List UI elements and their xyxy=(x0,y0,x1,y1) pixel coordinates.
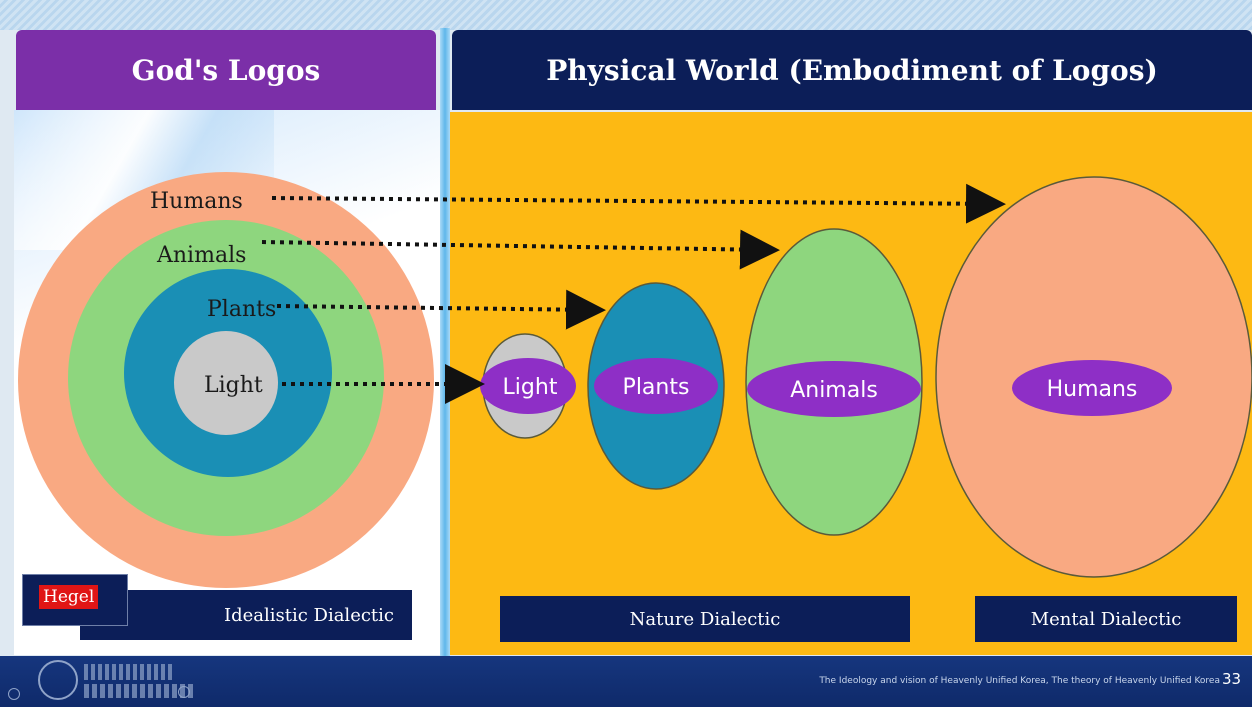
university-logo-subtext xyxy=(84,684,194,698)
hegel-badge: Hegel xyxy=(22,574,128,626)
ring-label-animals: Animals xyxy=(156,243,246,268)
prev-slide-icon[interactable] xyxy=(8,688,20,700)
label-idealistic-dialectic: Idealistic Dialectic xyxy=(80,590,412,640)
menu-icon[interactable] xyxy=(178,686,190,698)
oval-label-light: Light xyxy=(503,375,558,400)
hegel-label: Hegel xyxy=(39,585,99,609)
arrow-humans xyxy=(271,183,1006,224)
header-gods-logos: God's Logos xyxy=(16,30,436,110)
ring-label-plants: Plants xyxy=(207,297,276,322)
slide-footer xyxy=(0,656,1252,707)
pill-humans xyxy=(1012,360,1172,416)
panel-divider xyxy=(440,28,450,656)
ring-label-humans: Humans xyxy=(150,189,243,214)
oval-label-animals: Animals xyxy=(790,378,878,403)
ring-light xyxy=(174,331,278,435)
label-mental-dialectic: Mental Dialectic xyxy=(975,596,1237,642)
slide-top-border xyxy=(0,0,1252,30)
oval-label-plants: Plants xyxy=(623,375,690,400)
footer-caption: The Ideology and vision of Heavenly Unif… xyxy=(819,676,1220,686)
page-number: 33 xyxy=(1222,670,1242,688)
header-physical-world: Physical World (Embodiment of Logos) xyxy=(452,30,1252,110)
pill-plants xyxy=(594,358,718,414)
arrow-animals xyxy=(261,229,780,270)
ring-label-light: Light xyxy=(204,373,263,398)
oval-label-humans: Humans xyxy=(1047,377,1138,402)
pill-light xyxy=(480,358,576,414)
university-logo-text xyxy=(84,664,174,680)
label-nature-dialectic: Nature Dialectic xyxy=(500,596,910,642)
university-seal-icon xyxy=(38,660,78,700)
pill-animals xyxy=(747,361,921,417)
